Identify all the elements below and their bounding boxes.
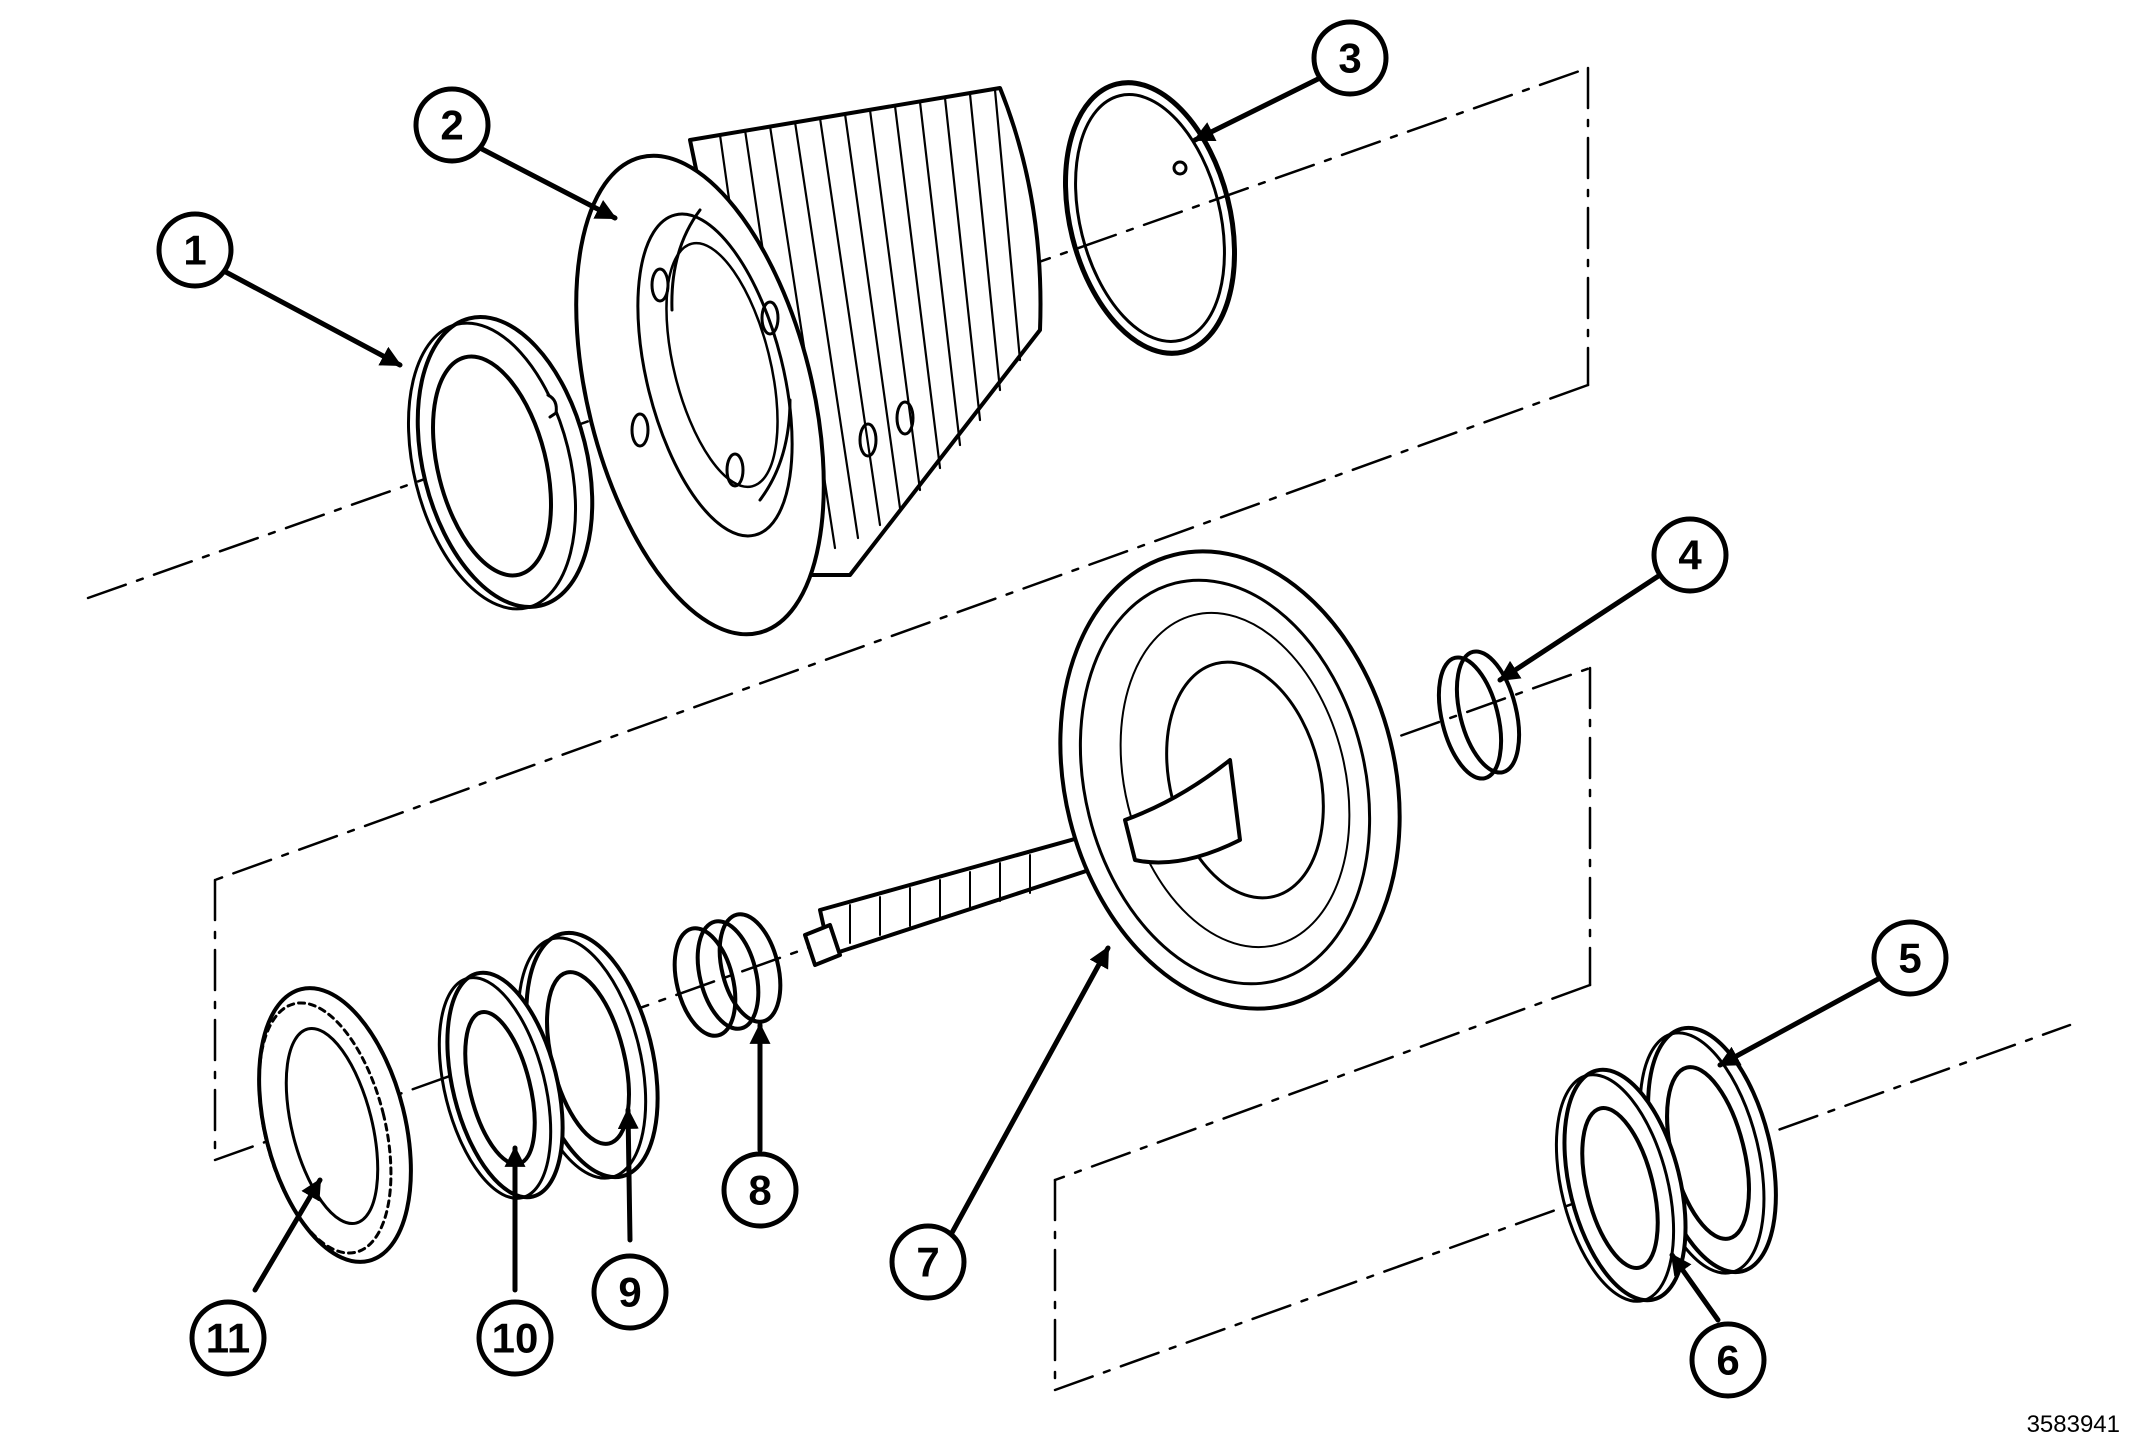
part-4-snap-ring [1436,649,1522,781]
callout-9: 9 [591,1253,669,1331]
svg-text:11: 11 [206,1315,250,1362]
part-2-clutch-hub [574,86,1043,637]
svg-text:7: 7 [916,1239,939,1286]
callout-2: 2 [413,86,491,164]
part-1-thrust-washer [406,315,595,611]
part-11-sun-gear [257,986,413,1264]
svg-text:1: 1 [183,227,206,274]
part-7-output-shaft-ring-gear [803,549,1402,1011]
part-6-bearing-race [1554,1067,1688,1303]
part-10-thrust-bearing [437,970,565,1200]
leader-arrows [219,75,1883,1323]
callout-10: 10 [476,1299,554,1377]
callout-11: 11 [189,1299,267,1377]
lower-axis-lines [1053,1023,2072,1392]
svg-text:10: 10 [492,1315,539,1362]
callout-7: 7 [889,1223,967,1301]
svg-text:6: 6 [1716,1337,1739,1384]
callout-8: 8 [721,1151,799,1229]
part-8-snap-rings [672,912,783,1038]
callout-3: 3 [1311,19,1389,97]
svg-text:9: 9 [618,1269,641,1316]
figure-id: 3583941 [2026,1411,2120,1438]
callout-4: 4 [1651,516,1729,594]
callout-1: 1 [156,211,234,289]
callout-6: 6 [1689,1321,1767,1399]
svg-text:2: 2 [440,102,463,149]
svg-text:4: 4 [1678,532,1702,579]
svg-text:5: 5 [1898,935,1921,982]
svg-text:3: 3 [1338,35,1361,82]
svg-text:8: 8 [748,1167,771,1214]
callout-5: 5 [1871,919,1949,997]
part-3-snap-ring [1063,80,1237,356]
